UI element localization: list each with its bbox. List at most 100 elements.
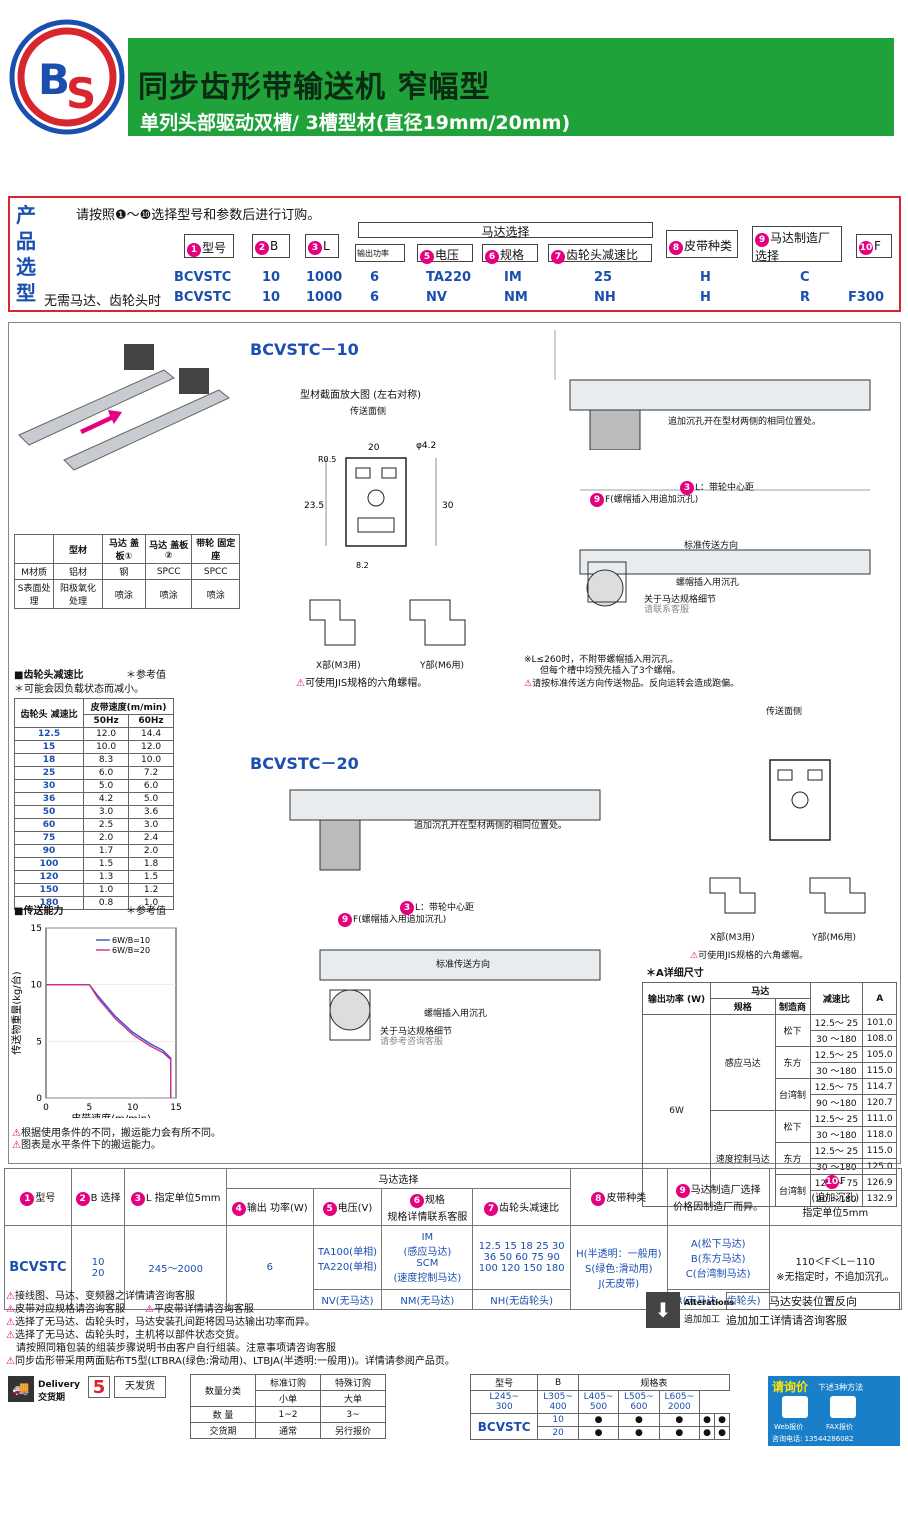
reduction-cell: 30 (13, 779, 85, 793)
reduction-cell: 10.0 (83, 740, 130, 754)
material-cell: S表面处理 (13, 579, 55, 609)
delivery-cell: 1~2 (255, 1406, 321, 1423)
note-text: 选择了无马达、齿轮头时，主机将以部件状态交货。 (14, 1330, 245, 1341)
capacity-chart: 051015051015皮带速度(m/min)传送物重量(kg/台)6W/B=1… (10, 924, 182, 1118)
x-tick-label: 15 (170, 1103, 181, 1113)
material-cell: 阳极氧化处理 (53, 579, 103, 609)
reduction-cell: 1.8 (128, 857, 174, 871)
web-icon[interactable] (782, 1396, 808, 1418)
material-cell: 钢 (101, 563, 146, 580)
reduction-cell: 12.0 (83, 727, 130, 741)
col-type-label: 型号 (35, 1192, 56, 1204)
val-f: 110＜F＜L－110 ※无指定时，不追加沉孔。 (768, 1225, 903, 1310)
side-view-10 (520, 330, 890, 451)
val-voltage: TA100(单相) TA220(单相) (312, 1225, 383, 1290)
legend-label: 6W/B=20 (112, 946, 150, 955)
detail-cell: 114.7 (862, 1078, 897, 1095)
detail-maker: 松下 (774, 1014, 811, 1047)
notes-list: ⚠接线图、马达、变频器之详情请咨询客服 ⚠皮带对应规格请咨询客服 ⚠平皮带详情请… (6, 1290, 646, 1368)
note-text: 同步齿形带采用两面贴布T5型(LTBRA(绿色:滑动用)、LTBJA(半透明:一… (14, 1356, 455, 1367)
reduction-cell: 10.0 (128, 753, 174, 767)
consult-20: 请参考咨询客服 (380, 1037, 444, 1047)
jis-note-text: 可使用JIS规格的六角螺帽。 (698, 951, 809, 961)
material-header: 型材 (53, 534, 103, 564)
note-item: ⚠选择了无马达、齿轮头时，主机将以部件状态交货。 (6, 1330, 245, 1341)
delivery-unit: 天发货 (114, 1376, 166, 1398)
y-tick-label: 0 (36, 1094, 42, 1104)
detail-cell: 115.0 (862, 1142, 897, 1159)
material-cell: 喷涂 (144, 579, 193, 609)
y-part-label: Y部(M6用) (420, 661, 465, 671)
reduction-cell: 1.0 (128, 896, 174, 910)
x-axis-label: 皮带速度(m/min) (71, 1112, 151, 1118)
example-value: 1000 (306, 270, 343, 285)
inquiry-box[interactable]: 请询价 下述3种方法 Web报价 FAX报价 咨询电话: 13544286082 (768, 1376, 900, 1446)
example-value: C (800, 270, 810, 285)
spec-header: B (537, 1374, 579, 1391)
svg-text:30: 30 (442, 501, 454, 511)
val-nh: NH(无齿轮头) (472, 1289, 571, 1310)
svg-text:φ4.2: φ4.2 (416, 441, 436, 451)
side-char: 选 (16, 255, 36, 279)
spec-available-dot: ● (714, 1413, 730, 1427)
delivery-cell: 数 量 (190, 1406, 256, 1423)
reduction-cell: 5.0 (83, 779, 130, 793)
field-voltage-label: 电压 (435, 248, 460, 262)
nut-hole-text: F(螺帽插入用追加沉孔) (353, 915, 447, 925)
detail-cell: 12.5～ 25 (809, 1142, 864, 1159)
example-value: 6 (370, 290, 380, 305)
detail-cell: 111.0 (862, 1110, 897, 1127)
series-line (46, 983, 172, 1098)
detail-cell: 30 ～180 (809, 1126, 864, 1143)
col-l-label: L 指定单位5mm (145, 1192, 221, 1204)
example-value: BCVSTC (174, 290, 232, 305)
reduction-cell: 7.2 (128, 766, 174, 780)
example-value: TA220 (426, 270, 472, 285)
spec-header: 型号 (469, 1374, 539, 1391)
page-subtitle: 单列头部驱动双槽/ 3槽型材(直径19mm/20mm) (140, 112, 571, 134)
y-tick-label: 10 (31, 981, 43, 991)
svg-text:8.2: 8.2 (356, 561, 369, 570)
col-b-label: B 选择 (90, 1192, 121, 1204)
detail-header: 减速比 (809, 982, 864, 1015)
reduction-cell: 3.6 (128, 805, 174, 819)
material-header: 马达 盖板① (101, 534, 146, 564)
delivery-cell: 另行报价 (320, 1422, 386, 1439)
col-maker-label: 马达制造厂选择 (690, 1185, 761, 1196)
reduction-cell: 6.0 (83, 766, 130, 780)
reduction-cell: 75 (13, 831, 85, 845)
note-item: ⚠同步齿形带采用两面贴布T5型(LTBRA(绿色:滑动用)、LTBJA(半透明:… (6, 1356, 455, 1367)
fax-icon[interactable] (830, 1396, 856, 1418)
motor-select-header: 马达选择 (358, 222, 653, 239)
example-value: BCVSTC (174, 270, 232, 285)
reduction-header: 齿轮头 减速比 (13, 698, 85, 728)
example-value: NM (504, 290, 528, 305)
col-belt-label: 皮带种类 (606, 1192, 647, 1204)
motor-detail-20: 关于马达规格细节 (380, 1027, 453, 1037)
reduction-cell: 90 (13, 844, 85, 858)
col-motor-select: 马达选择 (225, 1168, 571, 1189)
field-belt-label: 皮带种类 (684, 239, 733, 253)
reduction-cell: 15 (13, 740, 85, 754)
spec-b: 20 (537, 1426, 579, 1440)
alterations-body: 追加加工详情请咨询客服 (726, 1314, 847, 1327)
detail-cell: 30 ～180 (809, 1030, 864, 1047)
col-power-label: 输出 功率(W) (246, 1202, 308, 1214)
product-image (14, 330, 244, 490)
reduction-note: ＊可能会因负载状态而减小。 (14, 684, 144, 695)
reduction-cell: 150 (13, 883, 85, 897)
detail-maker: 松下 (774, 1110, 811, 1143)
reduction-cell: 2.5 (83, 818, 130, 832)
capacity-title: ■传送能力 (14, 906, 64, 917)
detail-header: A (862, 982, 897, 1015)
example-value: R (800, 290, 811, 305)
page-title: 同步齿形带输送机 窄幅型 (138, 70, 491, 105)
